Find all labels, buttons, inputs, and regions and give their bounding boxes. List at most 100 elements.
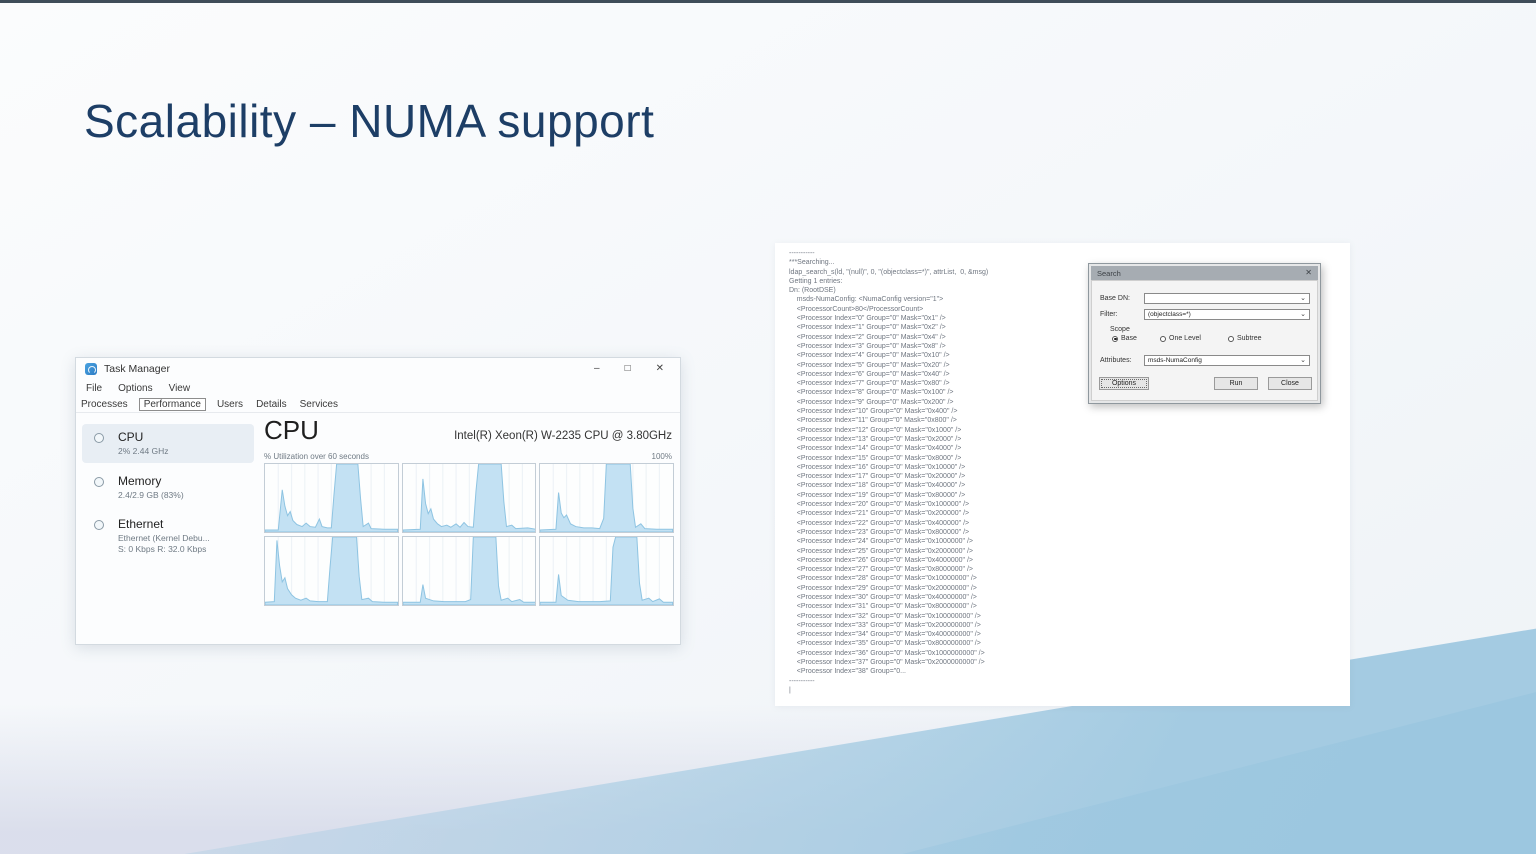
scope-radio-label: Subtree [1237,335,1262,342]
ldp-output-line: ***Searching... [789,259,835,267]
ldp-output-line: <Processor Index="29" Group="0" Mask="0x… [789,584,977,592]
scope-radio-label: Base [1121,335,1137,342]
chevron-down-icon[interactable]: ⌄ [1300,357,1306,364]
cpu-performance-pane: CPU Intel(R) Xeon(R) W-2235 CPU @ 3.80GH… [260,413,680,644]
ldp-output-line: <Processor Index="1" Group="0" Mask="0x2… [789,324,946,332]
sidebar-item-detail: Ethernet (Kernel Debu... [118,533,210,544]
base-dn-label: Base DN: [1100,295,1130,302]
ldp-output-line: <Processor Index="8" Group="0" Mask="0x1… [789,389,954,397]
cpu-utilization-graph-4 [264,536,399,606]
radio-icon [1160,335,1166,342]
task-manager-tabbar: Processes Performance Users Details Serv… [76,397,680,413]
cpu-model-label: Intel(R) Xeon(R) W-2235 CPU @ 3.80GHz [454,430,672,442]
minimize-icon[interactable]: – [594,363,600,374]
attributes-value: msds-NumaConfig [1148,357,1202,364]
search-dialog: Search ✕ Base DN: ⌄ Filter: (objectclass… [1088,263,1321,404]
scope-radio-subtree[interactable]: Subtree [1228,335,1262,342]
tab-services[interactable]: Services [299,399,338,410]
ldp-output-line: <Processor Index="15" Group="0" Mask="0x… [789,454,962,462]
radio-icon [1112,335,1118,342]
sidebar-item-detail2: S: 0 Kbps R: 32.0 Kbps [118,543,207,554]
ldp-output-line: Getting 1 entries: [789,277,843,285]
close-icon[interactable]: ✕ [655,363,664,374]
sidebar-item-detail: 2.4/2.9 GB (83%) [118,489,184,500]
filter-combobox[interactable]: (objectclass=*) ⌄ [1144,309,1310,320]
ldp-output-lines: -----------***Searching...ldap_search_s(… [789,249,1350,695]
ldp-output-line: <Processor Index="21" Group="0" Mask="0x… [789,510,970,518]
close-icon[interactable]: ✕ [1305,268,1312,277]
chevron-down-icon[interactable]: ⌄ [1300,295,1306,302]
ldp-output-line: <ProcessorCount>80</ProcessorCount> [789,305,924,313]
utilization-axis-label: % Utilization over 60 seconds [264,452,369,461]
tab-performance[interactable]: Performance [138,398,206,411]
y-max-label: 100% [651,452,672,461]
ldp-output-line: <Processor Index="28" Group="0" Mask="0x… [789,575,977,583]
ldp-output-line: <Processor Index="33" Group="0" Mask="0x… [789,621,981,629]
ldp-output-line: ----------- [789,250,815,257]
ldp-output-line: <Processor Index="17" Group="0" Mask="0x… [789,473,966,481]
tab-users[interactable]: Users [216,399,244,410]
maximize-icon[interactable]: □ [624,363,631,374]
filter-value: (objectclass=*) [1148,311,1191,318]
sidebar-item-memory[interactable]: Memory 2.4/2.9 GB (83%) [82,468,254,507]
tab-details[interactable]: Details [256,399,287,410]
scope-radio-base[interactable]: Base [1112,335,1137,342]
ldp-output-line: <Processor Index="6" Group="0" Mask="0x4… [789,370,950,378]
ldp-output-line: <Processor Index="38" Group="0... [789,668,906,676]
ldp-output-line: <Processor Index="10" Group="0" Mask="0x… [789,408,958,416]
ldp-output-line: <Processor Index="27" Group="0" Mask="0x… [789,566,973,574]
radio-icon [1228,335,1234,342]
slide-title: Scalability – NUMA support [84,95,655,147]
ldp-output-line: <Processor Index="31" Group="0" Mask="0x… [789,603,977,611]
task-manager-titlebar[interactable]: Task Manager – □ ✕ [76,358,680,380]
close-button[interactable]: Close [1268,377,1312,390]
ldp-output-line: Dn: (RootDSE) [789,287,836,295]
ldp-output-line: | [789,686,791,694]
scope-radio-label: One Level [1169,335,1201,342]
attributes-combobox[interactable]: msds-NumaConfig ⌄ [1144,355,1310,366]
cpu-utilization-graph-1 [264,463,399,533]
run-button[interactable]: Run [1214,377,1258,390]
filter-label: Filter: [1100,311,1118,318]
ldp-output-line: <Processor Index="34" Group="0" Mask="0x… [789,631,981,639]
sidebar-item-label: Memory [118,473,162,488]
menu-options[interactable]: Options [118,383,153,394]
tab-processes[interactable]: Processes [81,399,128,410]
ldp-output-line: <Processor Index="25" Group="0" Mask="0x… [789,547,973,555]
ldp-output-line: <Processor Index="22" Group="0" Mask="0x… [789,519,970,527]
ldp-output-line: <Processor Index="0" Group="0" Mask="0x1… [789,315,946,323]
ldp-output-line: <Processor Index="4" Group="0" Mask="0x1… [789,352,950,360]
scope-group-label: Scope [1110,326,1130,333]
options-button[interactable]: Options [1099,377,1149,390]
ldp-output-line: <Processor Index="13" Group="0" Mask="0x… [789,435,962,443]
task-manager-app-icon [85,363,97,375]
cpu-utilization-graph-5 [401,536,537,606]
sidebar-item-ethernet[interactable]: Ethernet Ethernet (Kernel Debu... S: 0 K… [82,511,254,560]
ldp-output-line: <Processor Index="18" Group="0" Mask="0x… [789,482,966,490]
ldp-output-line: <Processor Index="32" Group="0" Mask="0x… [789,612,981,620]
window-title: Task Manager [104,363,170,375]
ldp-output-line: ----------- [789,677,815,685]
ldp-output-line: <Processor Index="11" Group="0" Mask="0x… [789,417,957,425]
task-manager-window: Task Manager – □ ✕ File Options View Pro… [75,357,681,645]
menu-file[interactable]: File [86,383,103,394]
ethernet-graph-icon [94,520,104,531]
search-dialog-title: Search [1097,268,1121,278]
search-dialog-titlebar[interactable]: Search ✕ [1091,266,1318,280]
ldp-output-line: <Processor Index="36" Group="0" Mask="0x… [789,649,985,657]
menu-view[interactable]: View [168,383,191,394]
base-dn-combobox[interactable]: ⌄ [1144,293,1310,304]
scope-radio-one-level[interactable]: One Level [1160,335,1201,342]
task-manager-menubar: File Options View [76,380,680,397]
sidebar-item-detail: 2% 2.44 GHz [118,446,169,456]
ldp-output-line: <Processor Index="12" Group="0" Mask="0x… [789,426,962,434]
ldp-output-line: <Processor Index="16" Group="0" Mask="0x… [789,463,966,471]
cpu-graph-grid [264,463,674,606]
ldp-output-line: <Processor Index="14" Group="0" Mask="0x… [789,445,962,453]
sidebar-item-cpu[interactable]: CPU 2% 2.44 GHz [82,424,254,463]
chevron-down-icon[interactable]: ⌄ [1300,311,1306,318]
cpu-utilization-graph-2 [401,463,537,533]
ldp-output-line: <Processor Index="3" Group="0" Mask="0x8… [789,342,946,350]
ldp-output-line: <Processor Index="30" Group="0" Mask="0x… [789,593,977,601]
ldp-output-line: <Processor Index="7" Group="0" Mask="0x8… [789,380,950,388]
